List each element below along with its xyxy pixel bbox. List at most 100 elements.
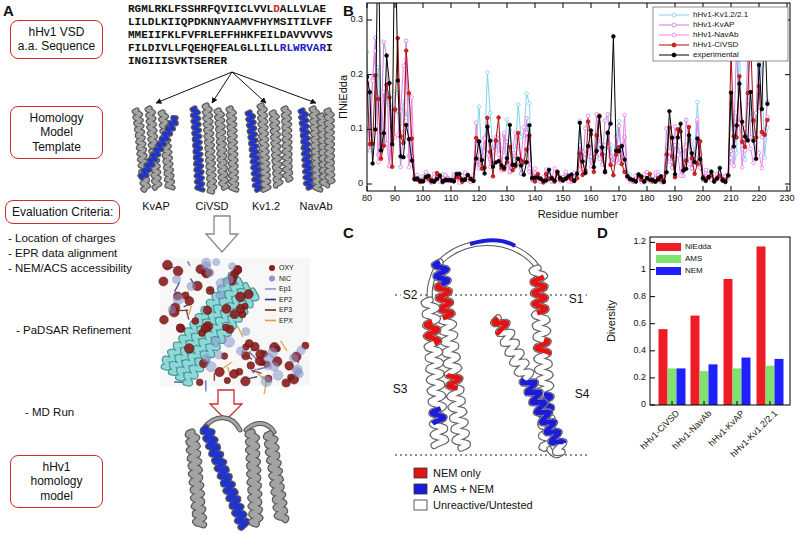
probe-sphere <box>173 266 183 276</box>
step-label: - MD Run <box>25 406 74 419</box>
helix-ribbon <box>434 262 448 285</box>
helix-ribbon <box>192 108 203 190</box>
legend-text: EP2 <box>279 296 292 304</box>
legend-sample <box>414 468 427 478</box>
data-point <box>707 175 711 179</box>
probe-sphere <box>206 286 214 294</box>
padsar-image <box>159 258 310 394</box>
legend-sample <box>265 310 276 311</box>
probe-sphere <box>242 303 248 309</box>
helix-ribbon <box>432 409 444 424</box>
data-point <box>617 149 621 153</box>
data-point <box>376 97 380 101</box>
probe-sphere <box>216 278 226 288</box>
probe-sphere <box>184 344 194 354</box>
data-point <box>483 172 487 176</box>
data-point <box>382 40 386 44</box>
legend-swatch <box>414 484 427 494</box>
data-point <box>617 119 621 123</box>
data-point <box>522 125 526 129</box>
bar <box>700 371 709 405</box>
data-point <box>606 130 610 134</box>
tick-label: 170 <box>611 194 626 204</box>
data-point <box>740 140 744 144</box>
data-point <box>620 144 624 148</box>
data-point <box>393 108 397 112</box>
legend-sample <box>265 289 276 290</box>
tick-mark <box>535 186 536 191</box>
tick-mark <box>367 184 372 185</box>
probe-sphere <box>273 370 283 380</box>
data-point <box>379 157 383 161</box>
data-point <box>690 151 694 155</box>
tick-mark <box>451 186 452 191</box>
data-point <box>399 165 403 169</box>
legend-text: Unreactive/Untested <box>433 499 533 511</box>
data-point <box>516 157 520 161</box>
helix-ribbon <box>326 110 333 182</box>
data-point <box>726 173 730 177</box>
legend-text: NEM <box>685 267 703 276</box>
data-point <box>458 172 462 176</box>
data-point <box>404 49 408 53</box>
data-point <box>525 92 529 96</box>
helix-ribbon <box>536 340 548 354</box>
data-line <box>367 21 767 182</box>
data-point <box>766 102 770 106</box>
legend-marker <box>672 53 676 57</box>
tick-label: 120 <box>471 194 486 204</box>
data-point <box>374 127 378 131</box>
tick-label: 0.4 <box>633 346 646 356</box>
data-point <box>472 179 476 183</box>
helix-outline <box>267 434 286 520</box>
helix-ribbon <box>248 432 259 524</box>
data-point <box>668 109 672 113</box>
data-point <box>623 113 627 117</box>
data-point <box>603 171 607 175</box>
probe-sphere <box>261 376 272 387</box>
tick-mark <box>367 186 368 191</box>
data-point <box>738 75 742 79</box>
helix-ribbon <box>437 285 452 319</box>
data-point <box>740 166 744 170</box>
dipole-stick <box>205 380 207 391</box>
tick-mark <box>479 186 480 191</box>
probe-sphere <box>229 263 236 270</box>
helix-outline <box>204 105 214 192</box>
data-point <box>402 155 406 159</box>
tick-mark <box>675 186 676 191</box>
legend-sample <box>656 243 681 251</box>
data-point <box>390 165 394 169</box>
probe-sphere <box>236 347 245 356</box>
tick-label: 0 <box>358 179 363 189</box>
helix-ribbon <box>533 277 546 313</box>
legend-sample <box>265 299 276 300</box>
bar <box>691 316 700 405</box>
data-point <box>368 149 372 153</box>
tick-mark <box>731 186 732 191</box>
probe-sphere <box>211 337 221 347</box>
probe-sphere <box>163 260 173 270</box>
helix-outline <box>203 428 246 527</box>
legend-text: hHv1-Kv1.2/2.1 <box>693 11 748 20</box>
legend-text: NEM only <box>433 467 481 479</box>
step-box: hHv1 VSD a.a. Sequence <box>10 20 103 59</box>
data-point <box>371 162 375 166</box>
tick-mark <box>737 401 738 405</box>
dipole-stick <box>174 381 183 383</box>
tick-mark <box>591 3 592 8</box>
plot-frame <box>367 3 790 191</box>
helix-outline <box>424 300 445 445</box>
tick-mark <box>759 186 760 191</box>
legend-sample <box>269 276 275 282</box>
helix-outline <box>192 108 203 190</box>
legend-text: NiEdda <box>685 243 711 252</box>
legend-sample <box>269 265 275 271</box>
tick-mark <box>650 323 655 324</box>
bar <box>659 329 668 405</box>
probe-sphere <box>244 290 253 299</box>
helix-ribbon <box>424 300 445 445</box>
data-point <box>516 103 520 107</box>
probe-sphere <box>177 324 185 332</box>
data-point <box>432 180 436 184</box>
